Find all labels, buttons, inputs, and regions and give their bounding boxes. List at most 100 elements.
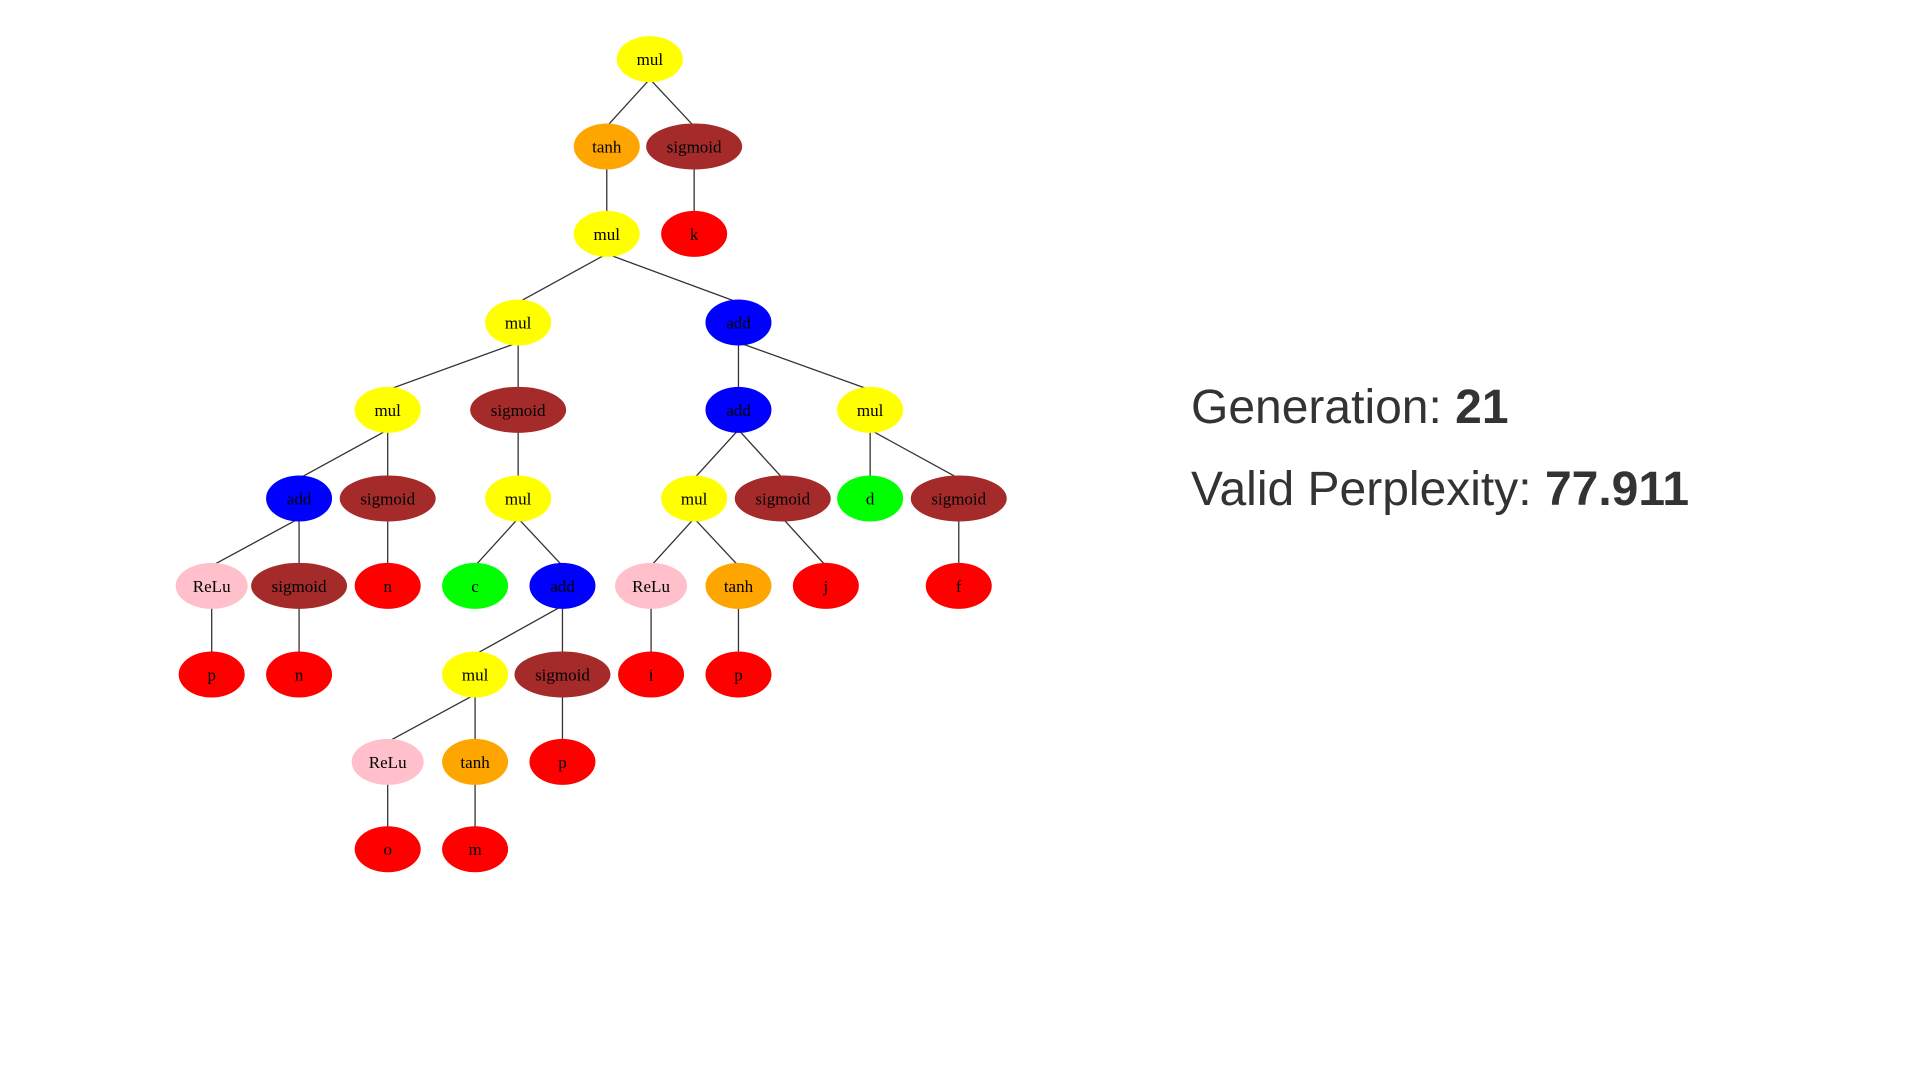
tree-node-p: p — [178, 651, 245, 698]
node-label: ReLu — [369, 753, 407, 772]
generation-value: 21 — [1455, 381, 1509, 434]
tree-node-n: n — [354, 562, 421, 609]
tree-edge — [782, 518, 827, 567]
node-ellipse — [925, 562, 992, 609]
node-ellipse — [837, 475, 904, 522]
node-label: i — [649, 665, 654, 684]
node-ellipse — [615, 562, 688, 609]
node-ellipse — [251, 562, 348, 609]
node-ellipse — [175, 562, 248, 609]
node-ellipse — [354, 562, 421, 609]
tree-node-d: d — [837, 475, 904, 522]
node-label: ReLu — [193, 577, 231, 596]
node-ellipse — [442, 651, 509, 698]
node-ellipse — [529, 738, 596, 785]
node-ellipse — [661, 475, 728, 522]
node-label: add — [287, 489, 312, 508]
node-ellipse — [792, 562, 859, 609]
generation-label: Generation: — [1191, 381, 1456, 434]
node-label: p — [734, 665, 743, 684]
node-ellipse — [178, 651, 245, 698]
node-ellipse — [354, 386, 421, 433]
tree-node-m: m — [442, 826, 509, 873]
tree-node-add: add — [705, 299, 772, 346]
node-label: add — [726, 401, 751, 420]
tree-node-tanh: tanh — [705, 562, 772, 609]
node-ellipse — [661, 210, 728, 257]
node-ellipse — [442, 562, 509, 609]
tree-node-j: j — [792, 562, 859, 609]
node-label: mul — [681, 489, 708, 508]
node-label: mul — [505, 489, 532, 508]
perplexity-readout: Valid Perplexity: 77.911 — [1191, 462, 1689, 517]
tree-edge — [606, 78, 651, 127]
node-label: o — [383, 840, 392, 859]
node-label: mul — [594, 225, 621, 244]
node-label: ReLu — [632, 577, 670, 596]
tree-node-mul: mul — [442, 651, 509, 698]
tree-edge — [474, 605, 563, 656]
tree-node-mul: mul — [573, 210, 640, 257]
tree-node-mul: mul — [837, 386, 904, 433]
node-label: sigmoid — [931, 489, 986, 508]
node-ellipse — [705, 562, 772, 609]
tree-edge — [298, 429, 389, 480]
node-ellipse — [616, 36, 683, 83]
node-label: tanh — [592, 137, 622, 156]
node-ellipse — [485, 475, 552, 522]
node-label: mul — [857, 401, 884, 420]
tree-edge — [517, 253, 608, 304]
node-label: c — [471, 577, 479, 596]
node-ellipse — [734, 475, 831, 522]
tree-node-c: c — [442, 562, 509, 609]
node-ellipse — [339, 475, 436, 522]
node-ellipse — [266, 475, 333, 522]
tree-node-f: f — [925, 562, 992, 609]
node-label: k — [690, 225, 699, 244]
node-label: sigmoid — [667, 137, 722, 156]
tree-node-relu: ReLu — [175, 562, 248, 609]
node-label: j — [822, 577, 828, 596]
node-label: n — [295, 665, 304, 684]
tree-node-sigmoid: sigmoid — [339, 475, 436, 522]
node-label: sigmoid — [755, 489, 810, 508]
tree-node-relu: ReLu — [351, 738, 424, 785]
node-label: f — [956, 577, 962, 596]
perplexity-label: Valid Perplexity: — [1191, 463, 1545, 516]
node-ellipse — [705, 299, 772, 346]
node-ellipse — [442, 826, 509, 873]
tree-node-relu: ReLu — [615, 562, 688, 609]
node-ellipse — [485, 299, 552, 346]
node-ellipse — [573, 210, 640, 257]
node-label: mul — [462, 665, 489, 684]
node-label: sigmoid — [535, 665, 590, 684]
tree-node-mul: mul — [354, 386, 421, 433]
node-label: mul — [637, 50, 664, 69]
tree-node-p: p — [529, 738, 596, 785]
tree-edge — [474, 518, 519, 567]
node-ellipse — [910, 475, 1007, 522]
tree-node-p: p — [705, 651, 772, 698]
node-label: mul — [374, 401, 401, 420]
tree-edge — [693, 518, 739, 567]
node-ellipse — [705, 386, 772, 433]
perplexity-value: 77.911 — [1544, 463, 1690, 516]
node-label: sigmoid — [491, 401, 546, 420]
node-ellipse — [470, 386, 567, 433]
node-ellipse — [529, 562, 596, 609]
tree-edge — [738, 341, 871, 391]
tree-node-sigmoid: sigmoid — [646, 123, 743, 170]
tree-node-n: n — [266, 651, 333, 698]
tree-node-add: add — [529, 562, 596, 609]
tree-node-tanh: tanh — [573, 123, 640, 170]
node-label: mul — [505, 313, 532, 332]
tree-node-mul: mul — [616, 36, 683, 83]
tree-node-tanh: tanh — [442, 738, 509, 785]
tree-node-sigmoid: sigmoid — [734, 475, 831, 522]
node-label: tanh — [460, 753, 490, 772]
tree-edge — [517, 518, 563, 567]
tree-node-sigmoid: sigmoid — [251, 562, 348, 609]
tree-node-sigmoid: sigmoid — [470, 386, 567, 433]
node-label: p — [558, 753, 567, 772]
